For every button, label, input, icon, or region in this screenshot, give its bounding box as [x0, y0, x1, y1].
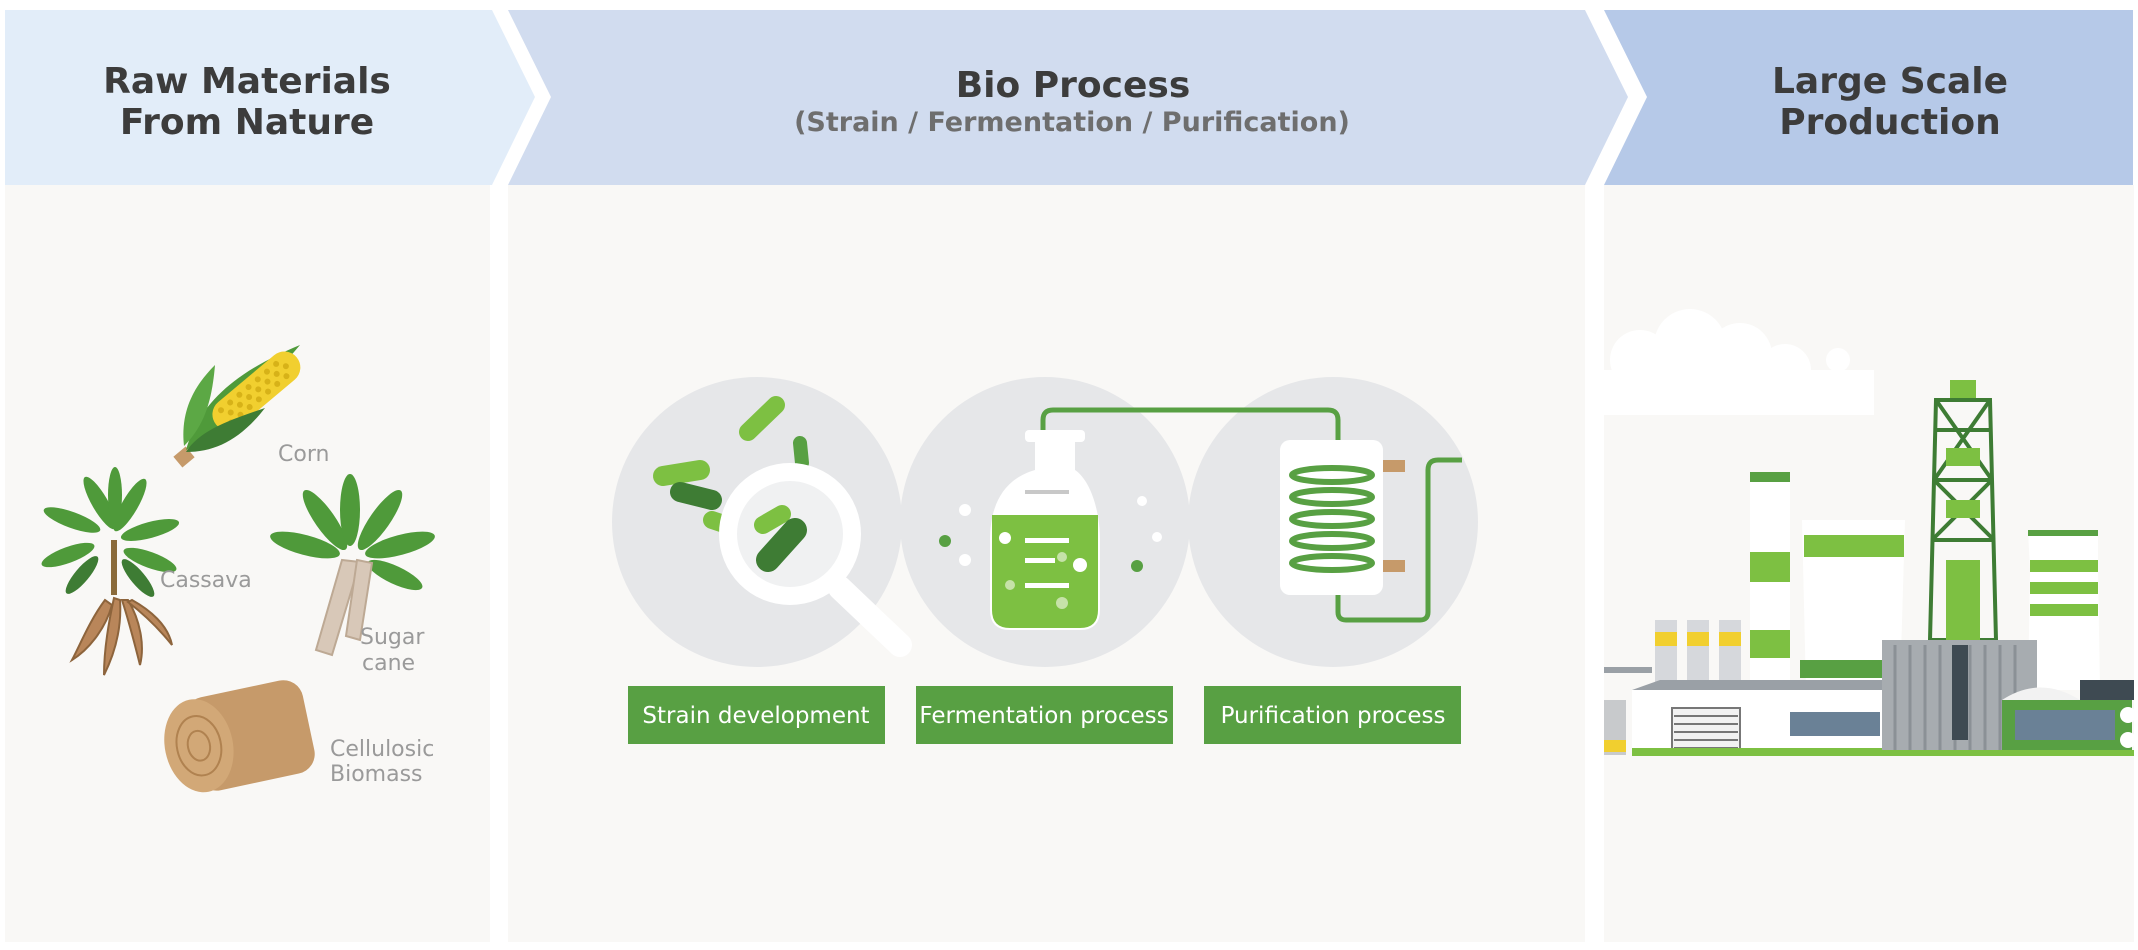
fermentation-process-label: Fermentation process [919, 703, 1168, 729]
fermentation-flask-icon [939, 430, 1162, 630]
material-label-sugar-line2: cane [362, 651, 415, 676]
factory-icon [1604, 309, 2136, 756]
purification-coil-icon [1280, 440, 1405, 595]
cassava-icon [41, 467, 180, 676]
stage-title-raw-line2: From Nature [120, 102, 374, 143]
sugarcane-icon [270, 474, 435, 657]
purification-process-button [1204, 686, 1461, 744]
header-chevron-bio-process [508, 10, 1628, 185]
corn-icon [173, 345, 301, 468]
material-label-corn: Corn [278, 442, 329, 467]
purification-process-label: Purification process [1221, 703, 1446, 729]
panel-raw-materials [5, 185, 490, 942]
material-label-biomass-line2: Biomass [330, 762, 423, 787]
header-chevron-production [1604, 10, 2133, 185]
material-label-biomass-line1: Cellulosic [330, 737, 434, 762]
stage-subtitle-bio: (Strain / Fermentation / Purification) [794, 107, 1350, 138]
magnifier-bacteria-icon [653, 396, 912, 657]
header-chevron-raw-materials [5, 10, 535, 185]
stage-title-bio: Bio Process [956, 65, 1191, 106]
material-label-cassava: Cassava [160, 568, 252, 593]
stage-title-production-line2: Production [1779, 102, 2001, 143]
stage-title-production-line1: Large Scale [1772, 61, 2008, 102]
strain-development-button [628, 686, 885, 744]
strain-development-label: Strain development [642, 703, 869, 729]
material-label-sugar-line1: Sugar [360, 625, 425, 650]
biomass-bale-icon [164, 680, 315, 793]
stage-title-raw-line1: Raw Materials [103, 61, 391, 102]
connecting-pipe [1040, 407, 1462, 630]
fermentation-process-button [916, 686, 1173, 744]
